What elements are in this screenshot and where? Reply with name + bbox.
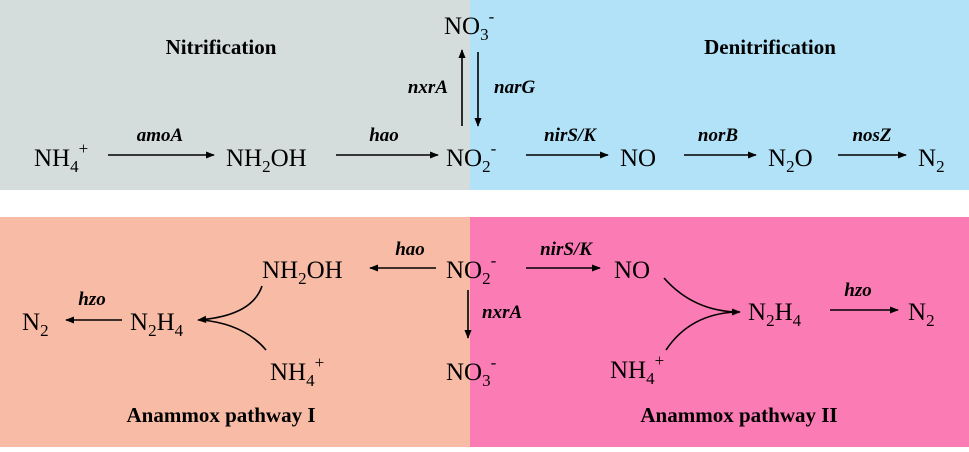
enzyme-label-nirSK-bottom: nirS/K	[540, 239, 593, 260]
nitric-oxide-species-bottom: NO	[614, 257, 650, 284]
enzyme-label-hzo-right: hzo	[844, 280, 871, 301]
enzyme-label-narG: narG	[494, 77, 535, 98]
nitrous-oxide-species: N2O	[768, 145, 813, 176]
ammonium-species-left: NH4+	[270, 353, 324, 390]
hydrazine-species-left: N2H4	[130, 309, 184, 340]
denitrification-panel	[470, 0, 969, 190]
nitrate-species-bottom: NO3-	[446, 353, 497, 390]
nitrification-panel	[0, 0, 470, 190]
enzyme-label-nirSK: nirS/K	[544, 125, 597, 146]
nitrite-species: NO2-	[446, 139, 497, 176]
hydrazine-species-right: N2H4	[748, 299, 802, 330]
ammonium-species-right: NH4+	[610, 351, 664, 388]
anammox-pathway-2-panel	[470, 217, 969, 447]
nitric-oxide-species: NO	[620, 145, 656, 172]
enzyme-label-hao: hao	[369, 125, 399, 146]
curve-ammonium-to-hydrazine	[201, 319, 267, 351]
dinitrogen-species: N2	[918, 145, 945, 176]
hydroxylamine-species-bottom: NH2OH	[262, 257, 343, 288]
dinitrogen-species-right: N2	[908, 299, 935, 330]
enzyme-label-hao-bottom: hao	[395, 239, 425, 260]
denitrification-title: Denitrification	[704, 35, 836, 59]
nitrate-species: NO3-	[444, 7, 495, 44]
enzyme-label-amoA: amoA	[137, 125, 183, 146]
enzyme-label-nxrA-bottom: nxrA	[482, 302, 522, 323]
hydroxylamine-species: NH2OH	[226, 145, 307, 176]
anammox-pathway-1-title: Anammox pathway I	[126, 403, 315, 427]
anammox-pathway-1-panel	[0, 217, 470, 447]
enzyme-label-nxrA: nxrA	[408, 77, 448, 98]
curve-ammonium-to-hydrazine-right	[665, 311, 737, 351]
enzyme-label-norB: norB	[698, 125, 738, 146]
enzyme-label-hzo-left: hzo	[78, 289, 105, 310]
nitrite-species-bottom: NO2-	[446, 251, 497, 288]
enzyme-label-nosZ: nosZ	[852, 125, 891, 146]
anammox-pathway-2-title: Anammox pathway II	[640, 403, 837, 427]
nitrification-title: Nitrification	[166, 35, 277, 59]
ammonium-species: NH4+	[34, 139, 88, 176]
dinitrogen-species-left: N2	[22, 309, 49, 340]
curve-hydroxylamine-to-hydrazine	[197, 285, 263, 323]
